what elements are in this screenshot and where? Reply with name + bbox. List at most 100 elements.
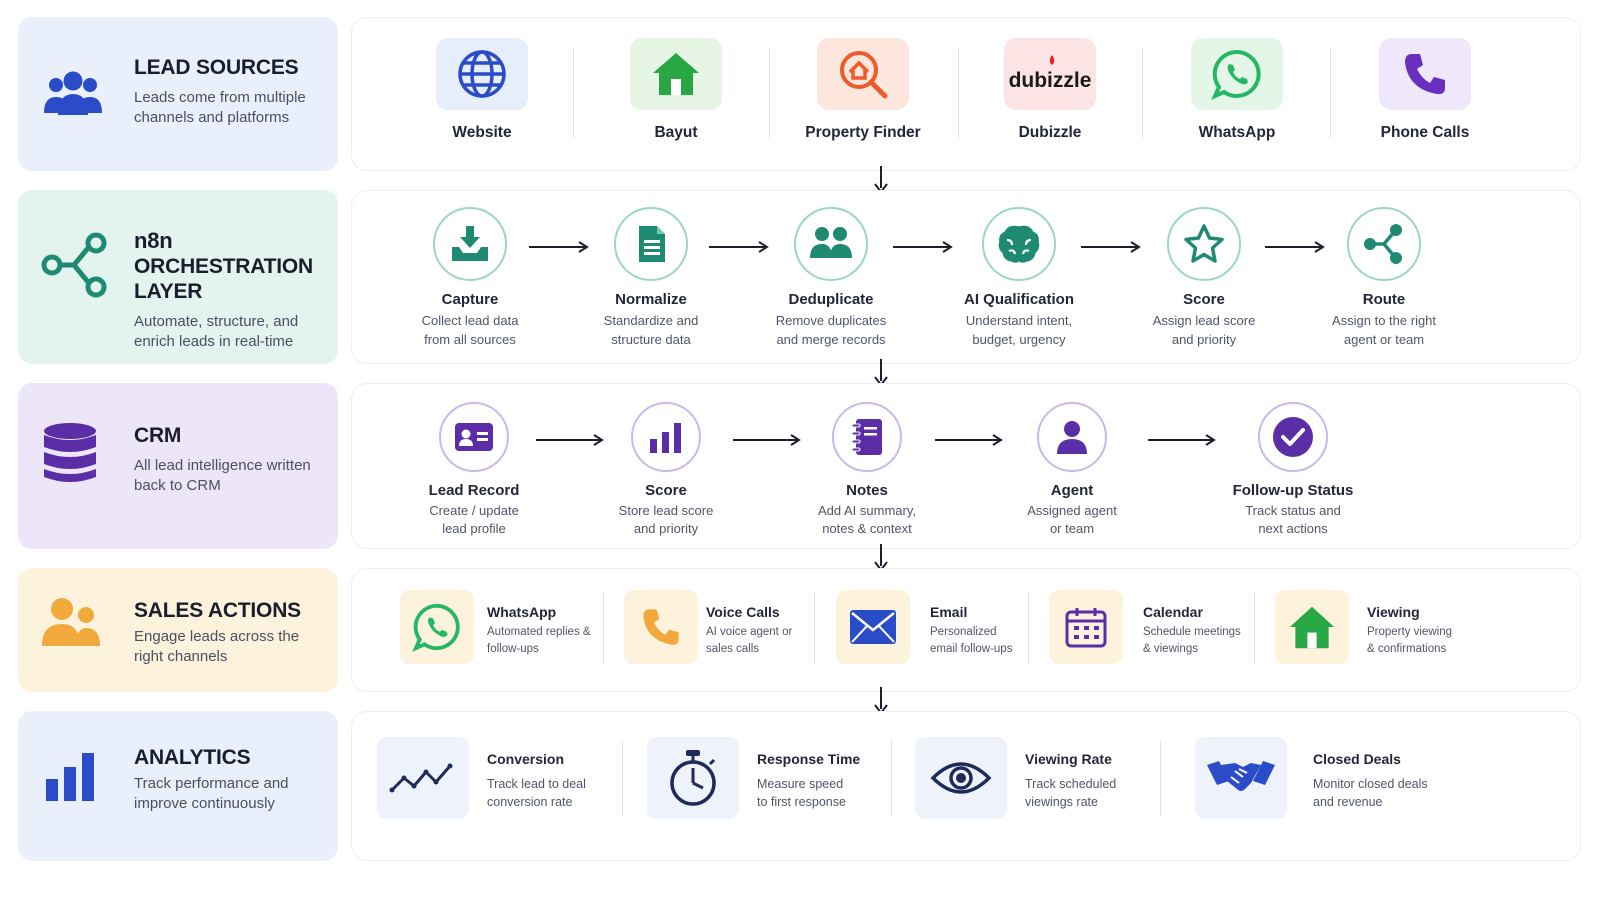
step-title: Score (645, 482, 687, 499)
document-icon (614, 207, 688, 281)
house-icon (1275, 590, 1349, 664)
sales-actions-panel: WhatsApp Automated replies &follow-ups V… (351, 568, 1581, 692)
people-group-icon (40, 596, 106, 662)
sales-title: SALES ACTIONS (134, 599, 301, 622)
action-calendar[interactable]: Calendar Schedule meetings& viewings (1049, 590, 1249, 664)
divider (958, 48, 959, 138)
phone-icon (1379, 38, 1471, 110)
action-title: Voice Calls (706, 604, 780, 620)
sales-desc: Engage leads across the right channels (134, 628, 300, 665)
eye-icon (915, 737, 1007, 819)
divider (1254, 591, 1255, 665)
source-bayut[interactable]: Bayut (596, 38, 756, 142)
right-arrow-icon (733, 434, 801, 446)
source-whatsapp[interactable]: WhatsApp (1157, 38, 1317, 142)
metric-title: Viewing Rate (1025, 751, 1112, 767)
lead-sources-card: LEAD SOURCES Leads come from multiple ch… (18, 17, 338, 171)
action-title: WhatsApp (487, 604, 557, 620)
people-group-icon (40, 61, 106, 127)
source-phone-calls[interactable]: Phone Calls (1345, 38, 1505, 142)
step-title: Lead Record (428, 482, 520, 499)
step-desc: Add AI summary,notes & context (817, 503, 916, 536)
step-title: Notes (846, 482, 888, 499)
step-title: Follow-up Status (1232, 482, 1354, 499)
inbox-download-icon (433, 207, 507, 281)
step-title: Route (1362, 291, 1406, 308)
brain-icon (982, 207, 1056, 281)
analytics-desc: Track performance and improve continuous… (134, 775, 289, 812)
lead-sources-title: LEAD SOURCES (134, 56, 299, 79)
step-title: Deduplicate (788, 291, 874, 308)
action-viewing[interactable]: Viewing Property viewing& confirmations (1275, 590, 1475, 664)
right-arrow-icon (935, 434, 1003, 446)
database-icon (40, 421, 106, 487)
divider (622, 740, 623, 816)
bar-chart-icon (631, 402, 701, 472)
source-website[interactable]: Website (402, 38, 562, 142)
divider (1330, 48, 1331, 138)
house-icon (630, 38, 722, 110)
action-desc: Property viewing& confirmations (1367, 626, 1453, 655)
svg-text:dubizzle: dubizzle (1009, 69, 1092, 92)
action-whatsapp[interactable]: WhatsApp Automated replies &follow-ups (400, 590, 600, 664)
step-desc: Understand intent,budget, urgency (965, 313, 1073, 347)
right-arrow-icon (893, 241, 953, 253)
divider (814, 591, 815, 665)
right-arrow-icon (709, 241, 769, 253)
check-circle-icon (1258, 402, 1328, 472)
action-desc: Automated replies &follow-ups (487, 626, 591, 655)
metric-title: Conversion (487, 751, 565, 767)
calendar-icon (1049, 590, 1123, 664)
crm-notes[interactable]: Notes Add AI summary,notes & context (782, 402, 952, 538)
whatsapp-icon (400, 590, 474, 664)
divider (603, 591, 604, 665)
share-nodes-icon (40, 230, 107, 298)
orchestration-card: n8n ORCHESTRATION LAYER Automate, struct… (18, 190, 338, 364)
source-label: Website (452, 124, 512, 141)
metric-title: Closed Deals (1313, 751, 1401, 767)
right-arrow-icon (1265, 241, 1325, 253)
lead-sources-panel: Website Bayut Property Finder dubizzle (351, 17, 1581, 171)
stopwatch-icon (647, 737, 739, 819)
dubizzle-logo: dubizzle (1004, 38, 1096, 110)
right-arrow-icon (1148, 434, 1216, 446)
step-title: Capture (441, 291, 499, 308)
source-dubizzle[interactable]: dubizzle Dubizzle (970, 38, 1130, 142)
action-title: Email (930, 604, 968, 620)
step-ai-qualification[interactable]: AI Qualification Understand intent,budge… (934, 207, 1104, 349)
step-title: Normalize (615, 291, 687, 308)
share-icon (1347, 207, 1421, 281)
source-property-finder[interactable]: Property Finder (783, 38, 943, 142)
source-label: Property Finder (805, 124, 921, 141)
source-label: Phone Calls (1380, 124, 1470, 141)
notebook-icon (832, 402, 902, 472)
